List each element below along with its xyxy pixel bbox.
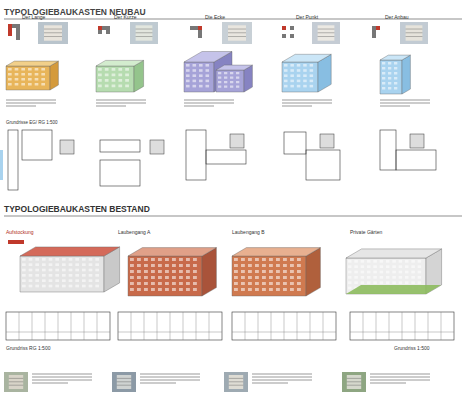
- type-label: Der Lange: [22, 15, 45, 21]
- type-label: Laubengang B: [232, 230, 265, 236]
- type-label: Grundriss 1:500: [394, 346, 430, 352]
- photo: [4, 22, 428, 392]
- floor-plan: [0, 130, 454, 340]
- type-label: Die Ecke: [205, 15, 225, 21]
- building-model: [6, 52, 442, 297]
- type-label: Grundrisse EG/ RG 1:500: [6, 121, 58, 126]
- type-label: Der Punkt: [296, 15, 318, 21]
- type-label: Laubengang A: [118, 230, 150, 236]
- type-label: Aufstockung: [6, 230, 34, 236]
- type-label: Der Kurze: [114, 15, 137, 21]
- rule-line: [4, 19, 462, 216]
- type-label: Private Gärten: [350, 230, 382, 236]
- section-heading: TYPOLOGIEBAUKASTEN BESTAND: [4, 205, 150, 214]
- caption-lines: [6, 100, 430, 383]
- type-label: Der Anbau: [385, 15, 409, 21]
- type-label: Grundriss RG 1:500: [6, 346, 50, 352]
